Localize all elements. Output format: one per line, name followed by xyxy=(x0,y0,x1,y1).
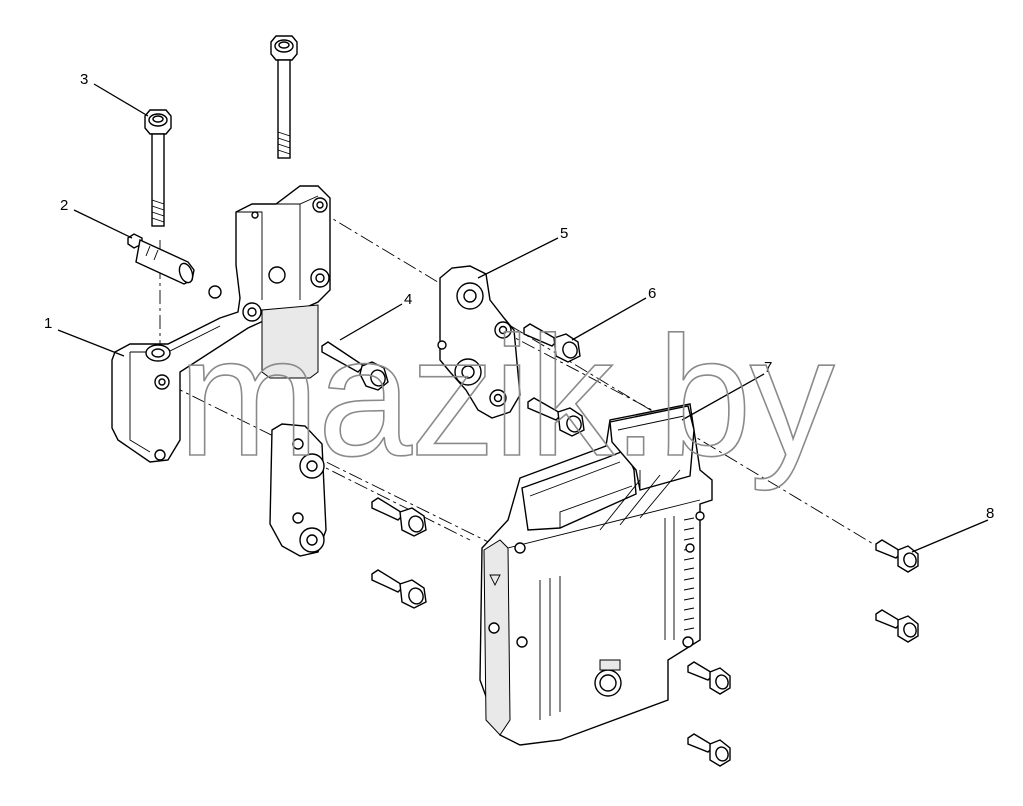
small-bolt-6 xyxy=(523,323,581,363)
callout-leaders xyxy=(57,83,989,553)
callout-3: 3 xyxy=(80,71,88,88)
part-5-link-plate xyxy=(437,265,521,419)
small-bolt-lower-a xyxy=(371,497,427,537)
callout-5: 5 xyxy=(560,225,568,242)
part-1-main-bracket xyxy=(111,185,331,463)
lower-link-plate xyxy=(269,423,327,557)
callout-6: 6 xyxy=(648,285,656,302)
small-bolt-lower-b xyxy=(371,569,427,609)
long-bolt-centre xyxy=(270,35,298,159)
small-bolt-bottom-a xyxy=(687,661,731,695)
callout-8: 8 xyxy=(986,505,994,522)
small-bolt-mid xyxy=(527,397,585,437)
part-2-spacer-stud xyxy=(127,233,195,285)
small-bolt-bottom-b xyxy=(687,733,731,767)
part-7-control-unit xyxy=(479,403,713,746)
callout-7: 7 xyxy=(764,359,772,376)
callout-2: 2 xyxy=(60,197,68,214)
part-3-long-bolt xyxy=(144,109,172,227)
watermark-text: mazik.by xyxy=(178,302,835,492)
small-bolt-8 xyxy=(875,539,919,573)
small-bolt-4 xyxy=(321,341,389,391)
callout-labels: 1 2 3 4 5 6 7 8 xyxy=(44,71,994,522)
callout-4: 4 xyxy=(404,291,412,308)
small-bolt-right-b xyxy=(875,609,919,643)
callout-1: 1 xyxy=(44,315,52,332)
